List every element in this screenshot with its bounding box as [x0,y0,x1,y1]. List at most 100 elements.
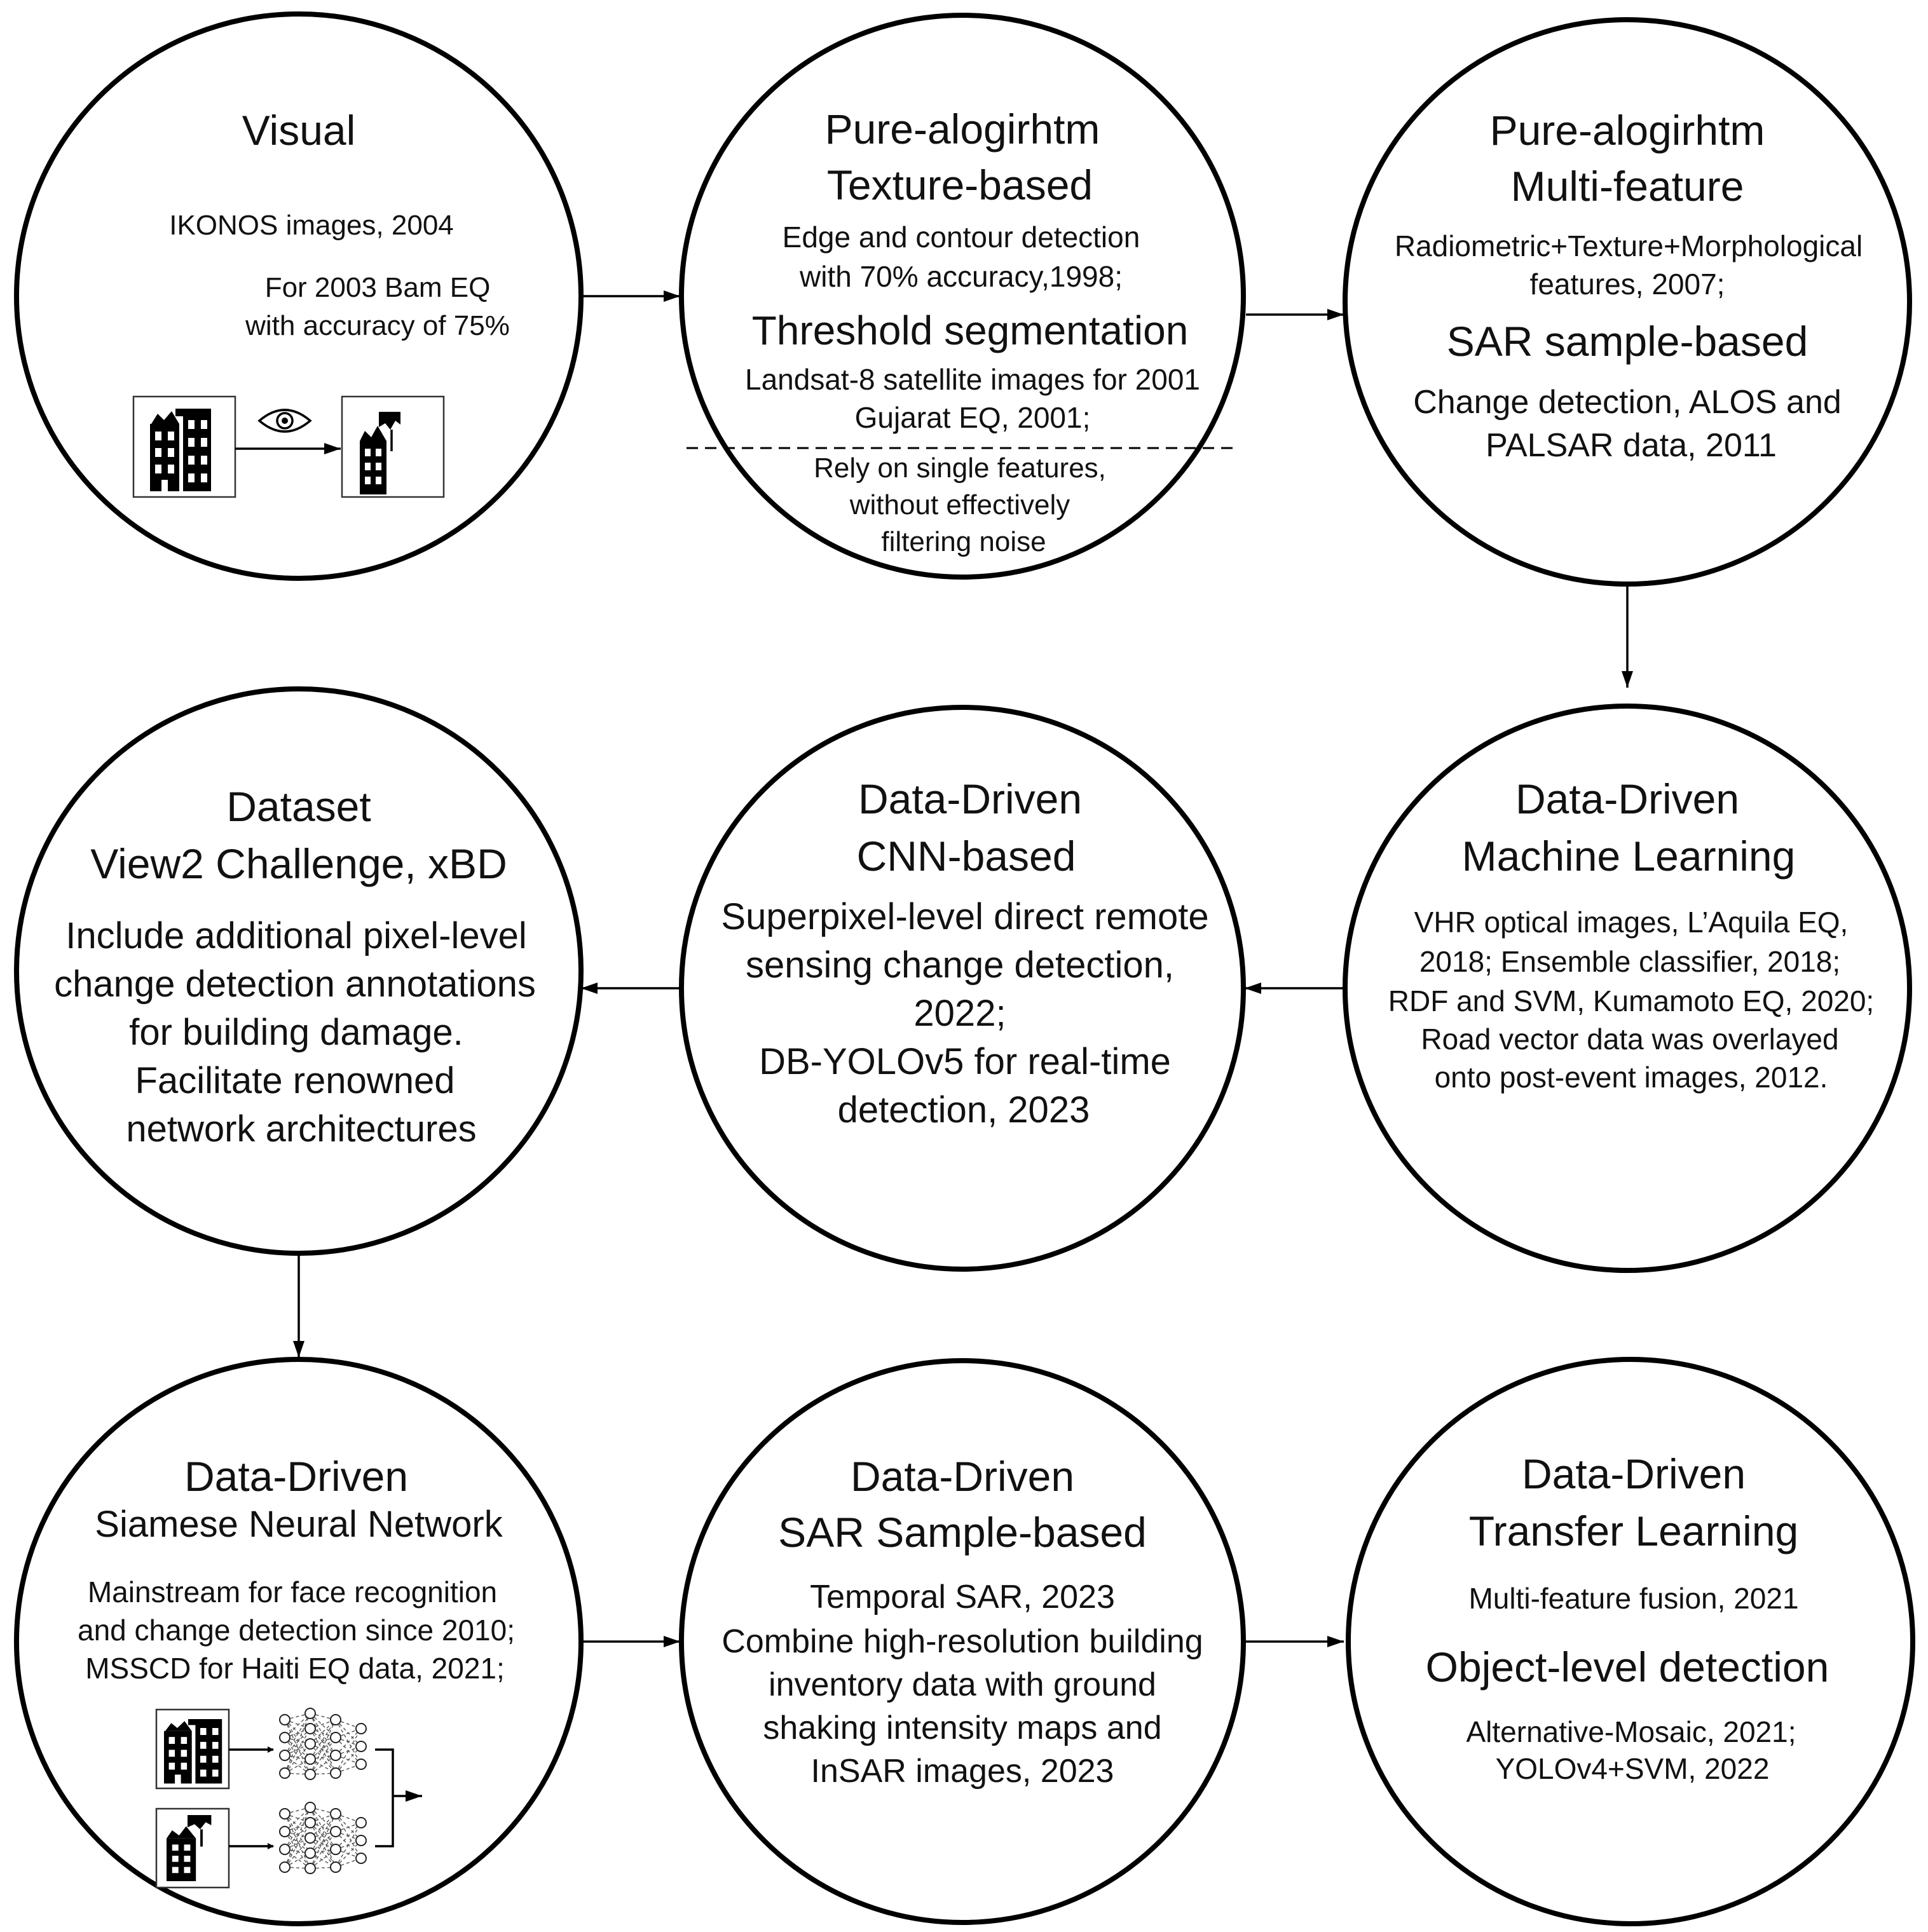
ml-text-3: RDF and SVM, Kumamoto EQ, 2020; [1388,984,1875,1017]
network-edge [284,1807,311,1832]
network-node [355,1817,367,1828]
network-edge [310,1831,336,1869]
network-edge [310,1807,336,1814]
texture-limitation-1: Rely on single features, [814,452,1106,484]
network-edge [335,1813,362,1823]
network-edge [284,1831,311,1839]
network-edge [284,1807,311,1814]
network-edge [284,1831,311,1869]
sar-text-4: shaking intensity maps and [763,1710,1162,1746]
multifeature-text-1b: features, 2007; [1529,268,1725,301]
network-edge [310,1849,336,1854]
texture-limitation-3: filtering noise [881,526,1046,557]
network-edge [310,1728,336,1756]
network-node [304,1769,316,1780]
sar-title-1: Data-Driven [850,1453,1075,1500]
network-edge [284,1713,311,1774]
siamese-text-1: Mainstream for face recognition [87,1575,498,1609]
network-edge [284,1807,311,1850]
network-edge [335,1728,362,1774]
network-edge [284,1867,311,1869]
network-edge [335,1840,362,1868]
network-node [304,1847,316,1859]
network-node [279,1732,291,1743]
network-edge [310,1772,336,1775]
network-edge [335,1728,362,1756]
circle-cnn-based [679,705,1246,1272]
network-edge [310,1713,336,1738]
texture-text-1a: Edge and contour detection [782,221,1140,254]
network-node [304,1723,316,1734]
network-node [355,1723,367,1734]
network-node [304,1753,316,1765]
cnn-text-3: 2022; [913,993,1006,1034]
visual-icon-group [132,395,445,498]
texture-heading-2: Threshold segmentation [751,308,1189,353]
network-edge [284,1737,311,1745]
network-edge [284,1813,311,1869]
network-edge [335,1746,362,1774]
network-node [304,1817,316,1828]
network-node [330,1826,341,1837]
network-node [279,1714,291,1725]
dataset-text-1: Include additional pixel-level [65,915,527,956]
siamese-title-1: Data-Driven [184,1453,409,1500]
texture-title-2: Texture-based [826,161,1093,208]
network-edge [284,1713,311,1720]
network-edge [310,1813,336,1854]
network-edge [284,1822,311,1832]
network-node [304,1738,316,1750]
cnn-text-5: detection, 2023 [837,1089,1090,1131]
sar-text-3: inventory data with ground [769,1666,1156,1703]
visual-text-1: IKONOS images, 2004 [169,210,454,241]
siamese-merge-lines [375,1748,394,1847]
network-edge [284,1822,311,1868]
siamese-text-3: MSSCD for Haiti EQ data, 2021; [85,1652,505,1685]
network-node [330,1844,341,1855]
ml-text-4: Road vector data was overlayed [1421,1023,1839,1056]
network-edge [310,1755,336,1760]
sar-title-2: SAR Sample-based [778,1509,1147,1556]
visual-text-2: For 2003 Bam EQ [264,272,491,303]
texture-text-2a: Landsat-8 satellite images for 2001 [745,363,1200,396]
network-node [330,1861,341,1873]
ml-text-5: onto post-event images, 2012. [1434,1061,1828,1094]
transfer-text-2: Alternative-Mosaic, 2021; [1466,1715,1796,1748]
after-image-box [341,395,445,498]
network-edge [310,1831,336,1839]
network-edge [284,1813,311,1823]
network-edge [284,1837,311,1868]
network-edge [284,1822,311,1850]
network-edge [284,1719,311,1745]
cnn-text-4: DB-YOLOv5 for real-time [759,1041,1171,1082]
network-node [279,1844,291,1855]
network-edge [284,1719,311,1775]
network-edge [310,1822,336,1850]
network-edge [310,1713,336,1720]
network-node [304,1832,316,1844]
network-edge [310,1837,336,1868]
neural-network-icon [279,1708,367,1780]
transfer-heading-2: Object-level detection [1425,1643,1829,1690]
network-node [279,1750,291,1761]
network-edge [284,1813,311,1854]
sar-text-2: Combine high-resolution building [721,1623,1203,1660]
network-edge [284,1719,311,1729]
dataset-text-2: change detection annotations [54,963,536,1005]
network-edge [310,1743,336,1774]
network-edge [310,1807,336,1868]
network-edge [310,1822,336,1868]
network-edge [335,1719,362,1729]
network-node [304,1863,316,1874]
ml-title-1: Data-Driven [1515,775,1740,822]
network-node [279,1861,291,1873]
network-node [279,1808,291,1820]
network-edge [284,1772,311,1775]
network-edge [310,1813,336,1839]
network-edge [284,1719,311,1760]
network-edge [335,1728,362,1738]
network-edge [284,1849,311,1854]
network-node [279,1767,291,1779]
multifeature-text-1a: Radiometric+Texture+Morphological [1394,229,1863,262]
